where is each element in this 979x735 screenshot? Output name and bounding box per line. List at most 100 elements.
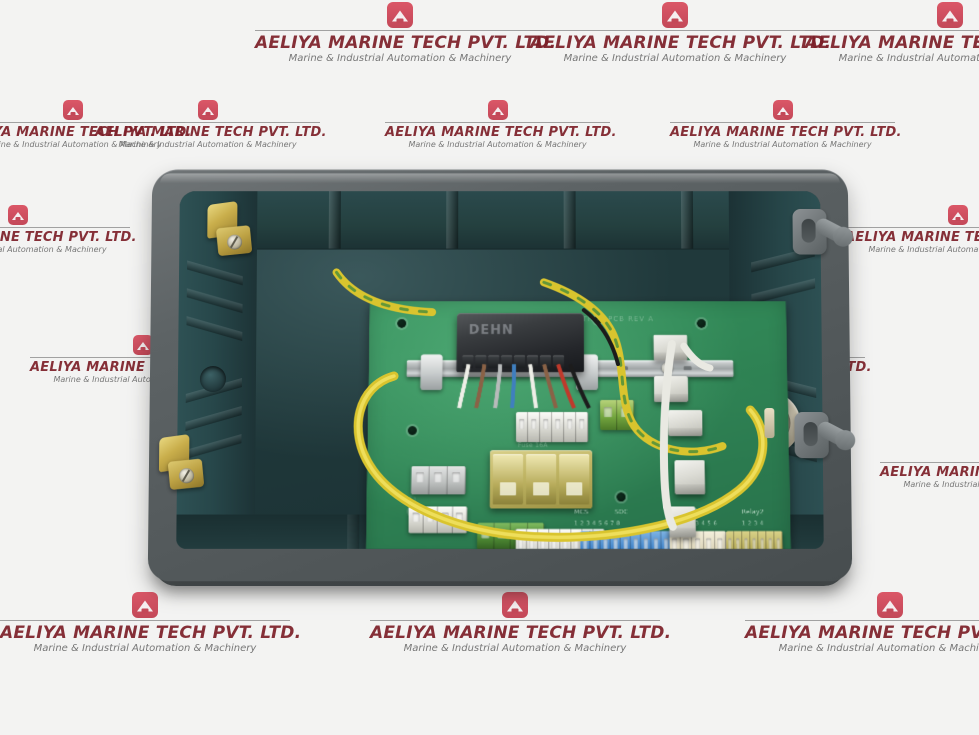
hinge-upper-right[interactable] <box>792 203 852 260</box>
terminal-pole <box>516 412 528 442</box>
terminal-pole <box>600 400 617 430</box>
enclosure-rim-highlight <box>160 173 840 183</box>
aeliya-mountain-logo <box>502 592 528 618</box>
watermark-title: AELIYA MARINE TECH PVT. LTD. <box>385 125 610 140</box>
watermark-subtitle: Marine & Industrial Automation & Machine… <box>670 140 895 149</box>
watermark-divider <box>880 462 979 463</box>
watermark-instance: AELIYA MARINE TECH PVT. LTD. Marine & In… <box>805 2 979 64</box>
terminal-pole <box>438 507 453 533</box>
relay-bottom-right <box>675 460 706 494</box>
cable-gland-insert <box>764 408 774 438</box>
terminal-block-grey-left <box>411 466 466 494</box>
watermark-title: AELIYA MARINE TECH PVT. LTD. <box>0 125 185 140</box>
pcb-mounting-hole <box>408 426 417 435</box>
terminal-pole <box>552 412 564 442</box>
module-port-row <box>462 355 564 368</box>
cavity-rib <box>751 278 815 304</box>
mounting-boss <box>200 366 226 392</box>
cavity-rib <box>347 515 359 549</box>
watermark-instance: AELIYA MARINE TECH PVT. LTD. Marine & In… <box>0 205 130 254</box>
watermark-divider <box>0 620 290 621</box>
watermark-divider <box>385 122 610 123</box>
watermark-title: AELIYA MARINE TECH PVT. LTD. <box>370 623 660 643</box>
watermark-subtitle: Marine & Industrial Automation & Machine… <box>0 140 185 149</box>
watermark-subtitle: Marine & Industrial Automation & Machine… <box>805 53 979 64</box>
pcb-mounting-hole <box>397 319 406 328</box>
relay-lower-right <box>668 410 702 436</box>
terminal-pole <box>538 529 549 549</box>
watermark-instance: AELIYA MARINE TECH PVT. LTD. Marine & In… <box>530 2 820 64</box>
terminal-block-white-mid <box>516 412 588 442</box>
module-port <box>475 355 486 368</box>
cavity-rib <box>329 191 341 248</box>
terminal-pole <box>576 412 588 442</box>
watermark-divider <box>0 122 185 123</box>
brass-latch-lower-left[interactable] <box>155 436 214 498</box>
watermark-divider <box>0 227 130 228</box>
watermark-title: AELIYA MARINE TECH PVT. LTD. <box>745 623 979 643</box>
watermark-title: AELIYA MARINE TECH PVT. LTD. <box>95 125 320 140</box>
olive-fuse-holder-block <box>490 450 593 509</box>
brass-latch-upper-left[interactable] <box>203 203 261 264</box>
silkscreen-fuse-label: Fuse 16A <box>518 442 548 449</box>
terminal-pole <box>564 412 576 442</box>
watermark-title: AELIYA MARINE TECH PVT. LTD. <box>670 125 895 140</box>
terminal-pole <box>423 507 438 533</box>
aeliya-mountain-logo <box>877 592 903 618</box>
watermark-divider <box>845 227 979 228</box>
aeliya-mountain-logo <box>488 100 508 120</box>
watermark-subtitle: Marine & Industrial Automation & Machine… <box>385 140 610 149</box>
terminal-pole <box>409 507 424 533</box>
silkscreen-numbers-relay2: 1 2 3 4 <box>742 521 764 527</box>
watermark-instance: AELIYA MARINE TECH PVT. LTD. Marine & In… <box>0 592 290 654</box>
watermark-instance: AELIYA MARINE TECH PVT. LTD. Marine & In… <box>95 100 320 149</box>
aeliya-mountain-logo <box>662 2 688 28</box>
watermark-subtitle: Marine & Industrial Automation & Machine… <box>255 53 545 64</box>
main-control-pcb: CONTROL PCB REV A DEHN <box>366 301 792 548</box>
terminal-block-blue <box>580 531 671 549</box>
relay-mid-right <box>654 376 688 402</box>
cavity-rib <box>186 316 242 341</box>
silkscreen-mcs: MCS <box>574 509 588 516</box>
terminal-pole <box>774 531 783 549</box>
latch-screw <box>227 235 242 250</box>
watermark-title: AELIYA MARINE TECH PVT. LTD. <box>0 230 130 245</box>
aeliya-mountain-logo <box>63 100 83 120</box>
terminal-pole <box>453 507 468 533</box>
watermark-divider <box>370 620 660 621</box>
fuse-holder[interactable] <box>559 454 589 505</box>
terminal-pole <box>601 531 611 549</box>
earth-screw <box>662 362 673 373</box>
terminal-pole <box>447 466 465 494</box>
relay-upper-right <box>653 335 687 361</box>
watermark-divider <box>255 30 545 31</box>
terminal-pole <box>429 466 447 494</box>
silkscreen-relay2: Relay2 <box>742 509 764 516</box>
watermark-title: AELIYA MARINE TECH PVT. LTD. <box>845 230 979 245</box>
terminal-pole <box>703 531 715 549</box>
cavity-wall-top <box>179 191 820 249</box>
terminal-pole <box>580 531 590 549</box>
watermark-instance: AELIYA MARINE TECH PVT. LTD. Marine & In… <box>385 100 610 149</box>
hinge-lower-right[interactable] <box>794 406 855 464</box>
terminal-pole <box>611 531 621 549</box>
watermark-title: AELIYA MARINE TECH PVT. LTD. <box>805 33 979 53</box>
watermark-subtitle: Marine & Industrial Automation & Machine… <box>370 643 660 654</box>
watermark-title: AELIYA MARINE TECH PVT. LTD. <box>530 33 820 53</box>
cavity-rib <box>185 406 241 431</box>
module-port <box>553 355 564 368</box>
junction-box-enclosure: CONTROL PCB REV A DEHN <box>150 168 850 580</box>
watermark-subtitle: Marine & Industrial Automation & Machine… <box>880 480 979 489</box>
watermark-instance: AELIYA MARINE TECH PVT. LTD. Marine & In… <box>0 100 185 149</box>
din-rail-slot <box>620 366 628 370</box>
cavity-rib <box>681 191 693 248</box>
watermark-subtitle: Marine & Industrial Automation & Machine… <box>845 245 979 254</box>
terminal-pole <box>540 412 552 442</box>
cavity-rib <box>187 288 243 313</box>
terminal-pole <box>631 531 641 549</box>
watermark-subtitle: Marine & Industrial Automation & Machine… <box>0 643 290 654</box>
fuse-holder[interactable] <box>493 454 523 505</box>
fuse-holder[interactable] <box>526 454 556 505</box>
relay-extra-right <box>669 507 696 538</box>
aeliya-mountain-logo <box>198 100 218 120</box>
